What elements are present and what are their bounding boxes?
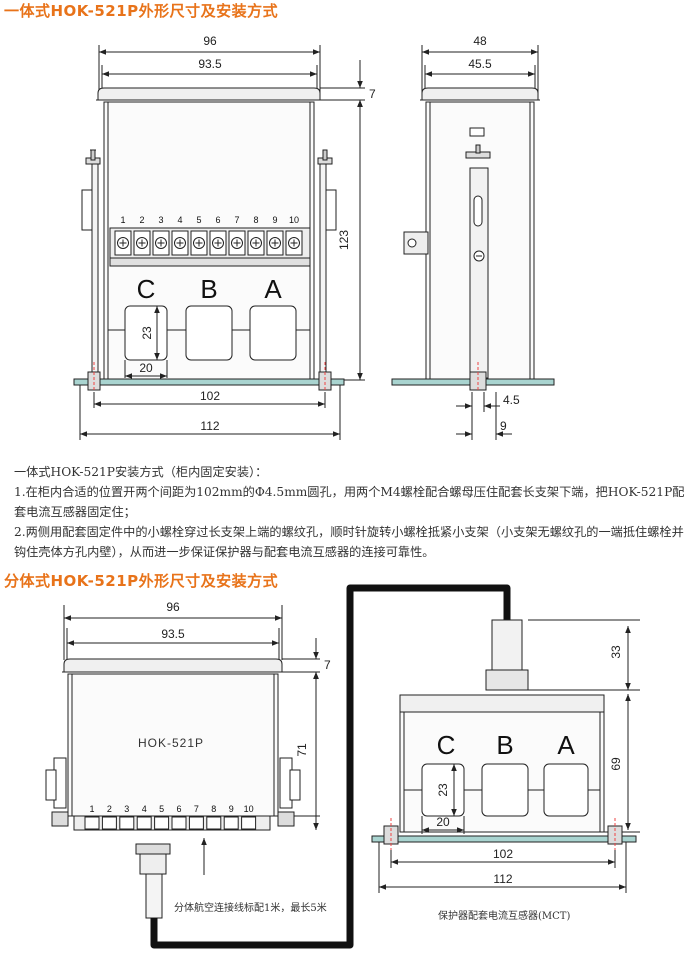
mct-caption: 保护器配套电流互感器(MCT) [438, 909, 570, 922]
side-dim-45-5: 45.5 [468, 57, 492, 71]
terminal-number: 9 [229, 804, 234, 814]
terminal-number: 9 [272, 215, 277, 225]
terminal-block [136, 816, 152, 830]
mct-dim-23: 23 [436, 783, 450, 797]
terminal-number: 10 [244, 804, 254, 814]
terminal-number: 8 [253, 215, 258, 225]
mct-drawing [371, 619, 640, 893]
terminal-number: 6 [215, 215, 220, 225]
split-unit-drawing [45, 605, 320, 919]
terminal-number: 1 [89, 804, 94, 814]
dim-123: 123 [337, 230, 351, 250]
terminal-number: 10 [289, 215, 299, 225]
section2-title: 分体式HOK-521P外形尺寸及安装方式 [4, 572, 279, 590]
mct-phase-b: B [496, 730, 513, 760]
split-dim-7: 7 [324, 658, 331, 672]
phase-a-label: A [264, 274, 282, 304]
terminal-block [206, 816, 222, 830]
split-terminal-numbers: 1 2 3 4 5 6 7 8 9 10 [89, 804, 253, 814]
split-terminal-blocks [84, 816, 257, 830]
install-heading: 一体式HOK-521P安装方式（柜内固定安装）： [14, 465, 268, 479]
dim-112: 112 [200, 419, 219, 433]
unit-model-label: HOK-521P [138, 736, 204, 750]
side-dim-48: 48 [473, 34, 487, 48]
terminal-number: 2 [107, 804, 112, 814]
terminal-number: 2 [139, 215, 144, 225]
terminal-block [241, 816, 257, 830]
terminal-number: 3 [158, 215, 163, 225]
dim-102: 102 [200, 389, 220, 403]
terminal-number: 5 [159, 804, 164, 814]
mct-dim-102: 102 [493, 847, 513, 861]
side-dim-4-5: 4.5 [503, 393, 520, 407]
install-step-2: 2.两侧用配套固定件中的小螺栓穿过长支架上端的螺纹孔，顺时针旋转小螺栓抵紧小支架… [14, 525, 684, 559]
terminal-number: 7 [234, 215, 239, 225]
split-dim-93-5: 93.5 [161, 627, 185, 641]
terminal-block [223, 816, 239, 830]
install-instructions: 一体式HOK-521P安装方式（柜内固定安装）： 1.在柜内合适的位置开两个间距… [14, 462, 690, 562]
terminal-block [84, 816, 100, 830]
side-view-drawing [391, 45, 555, 440]
dim-7: 7 [369, 87, 376, 101]
aviation-cable [150, 584, 511, 949]
terminal-number: 6 [176, 804, 181, 814]
mct-dim-112: 112 [493, 872, 512, 886]
install-step-1: 1.在柜内合适的位置开两个间距为102mm的Φ4.5mm圆孔，用两个M4螺栓配合… [14, 485, 685, 519]
mct-dim-20: 20 [436, 815, 450, 829]
terminal-numbers: 1 2 3 4 5 6 7 8 9 10 [120, 215, 299, 225]
mct-dim-33: 33 [609, 645, 623, 659]
phase-b-label: B [200, 274, 217, 304]
terminal-block [101, 816, 117, 830]
mct-dim-69: 69 [609, 757, 623, 771]
terminal-number: 4 [142, 804, 147, 814]
terminal-block [171, 816, 187, 830]
terminal-number: 4 [177, 215, 182, 225]
mct-phase-a: A [557, 730, 575, 760]
terminal-block [154, 816, 170, 830]
terminal-number: 5 [196, 215, 201, 225]
dim-23: 23 [140, 326, 154, 340]
dim-93-5: 93.5 [198, 57, 222, 71]
terminal-number: 8 [211, 804, 216, 814]
terminal-number: 3 [124, 804, 129, 814]
dim-20: 20 [139, 361, 153, 375]
terminal-block [119, 816, 135, 830]
terminal-number: 7 [194, 804, 199, 814]
split-dim-71: 71 [295, 743, 309, 757]
split-dim-96: 96 [166, 600, 180, 614]
cable-note: 分体航空连接线标配1米，最长5米 [174, 901, 327, 914]
terminal-number: 1 [120, 215, 125, 225]
dim-96: 96 [203, 34, 217, 48]
section1-title: 一体式HOK-521P外形尺寸及安装方式 [4, 2, 279, 20]
phase-c-label: C [137, 274, 156, 304]
front-terminal-screws [114, 230, 303, 256]
side-dim-9: 9 [500, 419, 507, 433]
mct-phase-c: C [437, 730, 456, 760]
terminal-block [188, 816, 204, 830]
